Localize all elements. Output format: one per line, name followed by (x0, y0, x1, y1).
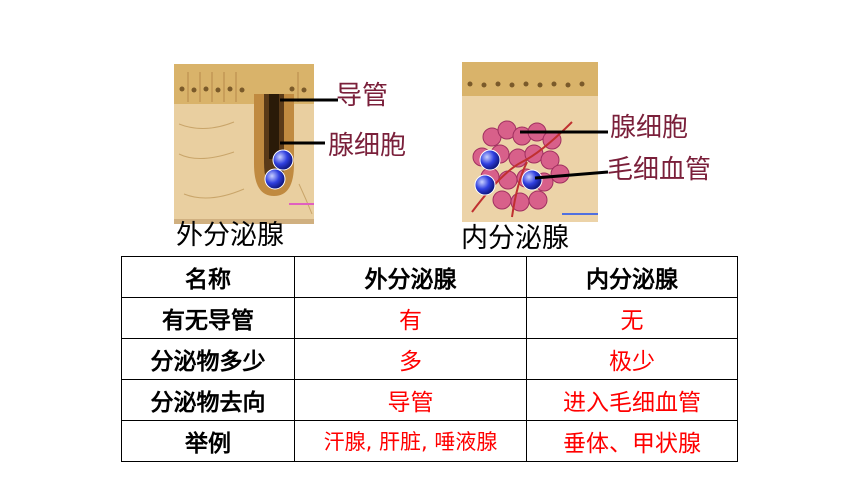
endocrine-cell-markers (474, 149, 543, 196)
endocrine-value: 极少 (526, 338, 738, 380)
table-row: 有无导管 有 无 (121, 297, 738, 339)
right-leader-lines (520, 130, 609, 180)
comparison-table: 名称 外分泌腺 内分泌腺 有无导管 有 无 分泌物多少 多 极少 分泌物去向 导… (121, 256, 738, 462)
table-row: 分泌物多少 多 极少 (121, 338, 738, 380)
row-header: 举例 (121, 420, 295, 462)
exocrine-caption: 外分泌腺 (176, 220, 284, 251)
capillary-label: 毛细血管 (607, 155, 712, 185)
gland-cell-markers (264, 149, 294, 190)
gland-cell-label-left: 腺细胞 (328, 131, 407, 161)
endocrine-caption: 内分泌腺 (461, 223, 569, 254)
header-name: 名称 (121, 256, 295, 298)
table-header-row: 名称 外分泌腺 内分泌腺 (121, 256, 738, 298)
left-leader-lines (280, 98, 338, 145)
header-endocrine: 内分泌腺 (526, 256, 738, 298)
endocrine-value: 垂体、甲状腺 (526, 420, 738, 462)
duct-label: 导管 (336, 81, 389, 111)
endocrine-value: 无 (526, 297, 738, 339)
header-exocrine: 外分泌腺 (294, 256, 527, 298)
row-header: 有无导管 (121, 297, 295, 339)
row-header: 分泌物去向 (121, 379, 295, 421)
exocrine-value: 导管 (294, 379, 527, 421)
endocrine-value: 进入毛细血管 (526, 379, 738, 421)
gland-cell-label-right: 腺细胞 (610, 113, 689, 143)
exocrine-value: 多 (294, 338, 527, 380)
exocrine-value: 有 (294, 297, 527, 339)
exocrine-value: 汗腺, 肝脏, 唾液腺 (294, 420, 527, 462)
table-row: 举例 汗腺, 肝脏, 唾液腺 垂体、甲状腺 (121, 420, 738, 462)
table-row: 分泌物去向 导管 进入毛细血管 (121, 379, 738, 421)
row-header: 分泌物多少 (121, 338, 295, 380)
